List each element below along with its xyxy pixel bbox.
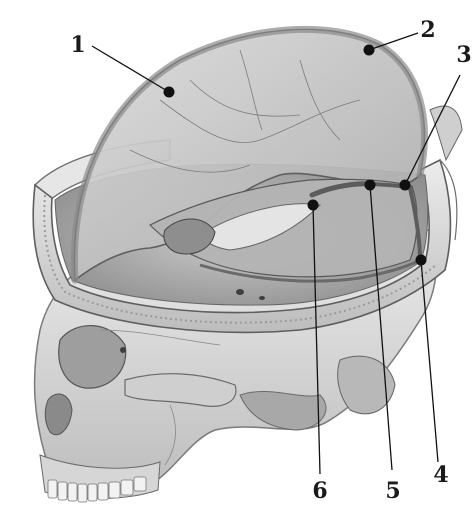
label-6: 6 bbox=[312, 478, 327, 504]
label-5: 5 bbox=[385, 478, 400, 504]
marker-dot-1 bbox=[164, 87, 175, 98]
marker-dot-6 bbox=[308, 200, 319, 211]
label-4: 4 bbox=[433, 462, 448, 488]
label-3: 3 bbox=[456, 42, 471, 68]
marker-dot-3 bbox=[400, 180, 411, 191]
leader-line-1 bbox=[92, 46, 169, 92]
marker-dot-5 bbox=[365, 180, 376, 191]
dura-edge bbox=[430, 106, 462, 160]
label-1: 1 bbox=[70, 32, 85, 58]
label-2: 2 bbox=[420, 17, 435, 43]
marker-dot-2 bbox=[364, 45, 375, 56]
marker-dot-4 bbox=[416, 255, 427, 266]
